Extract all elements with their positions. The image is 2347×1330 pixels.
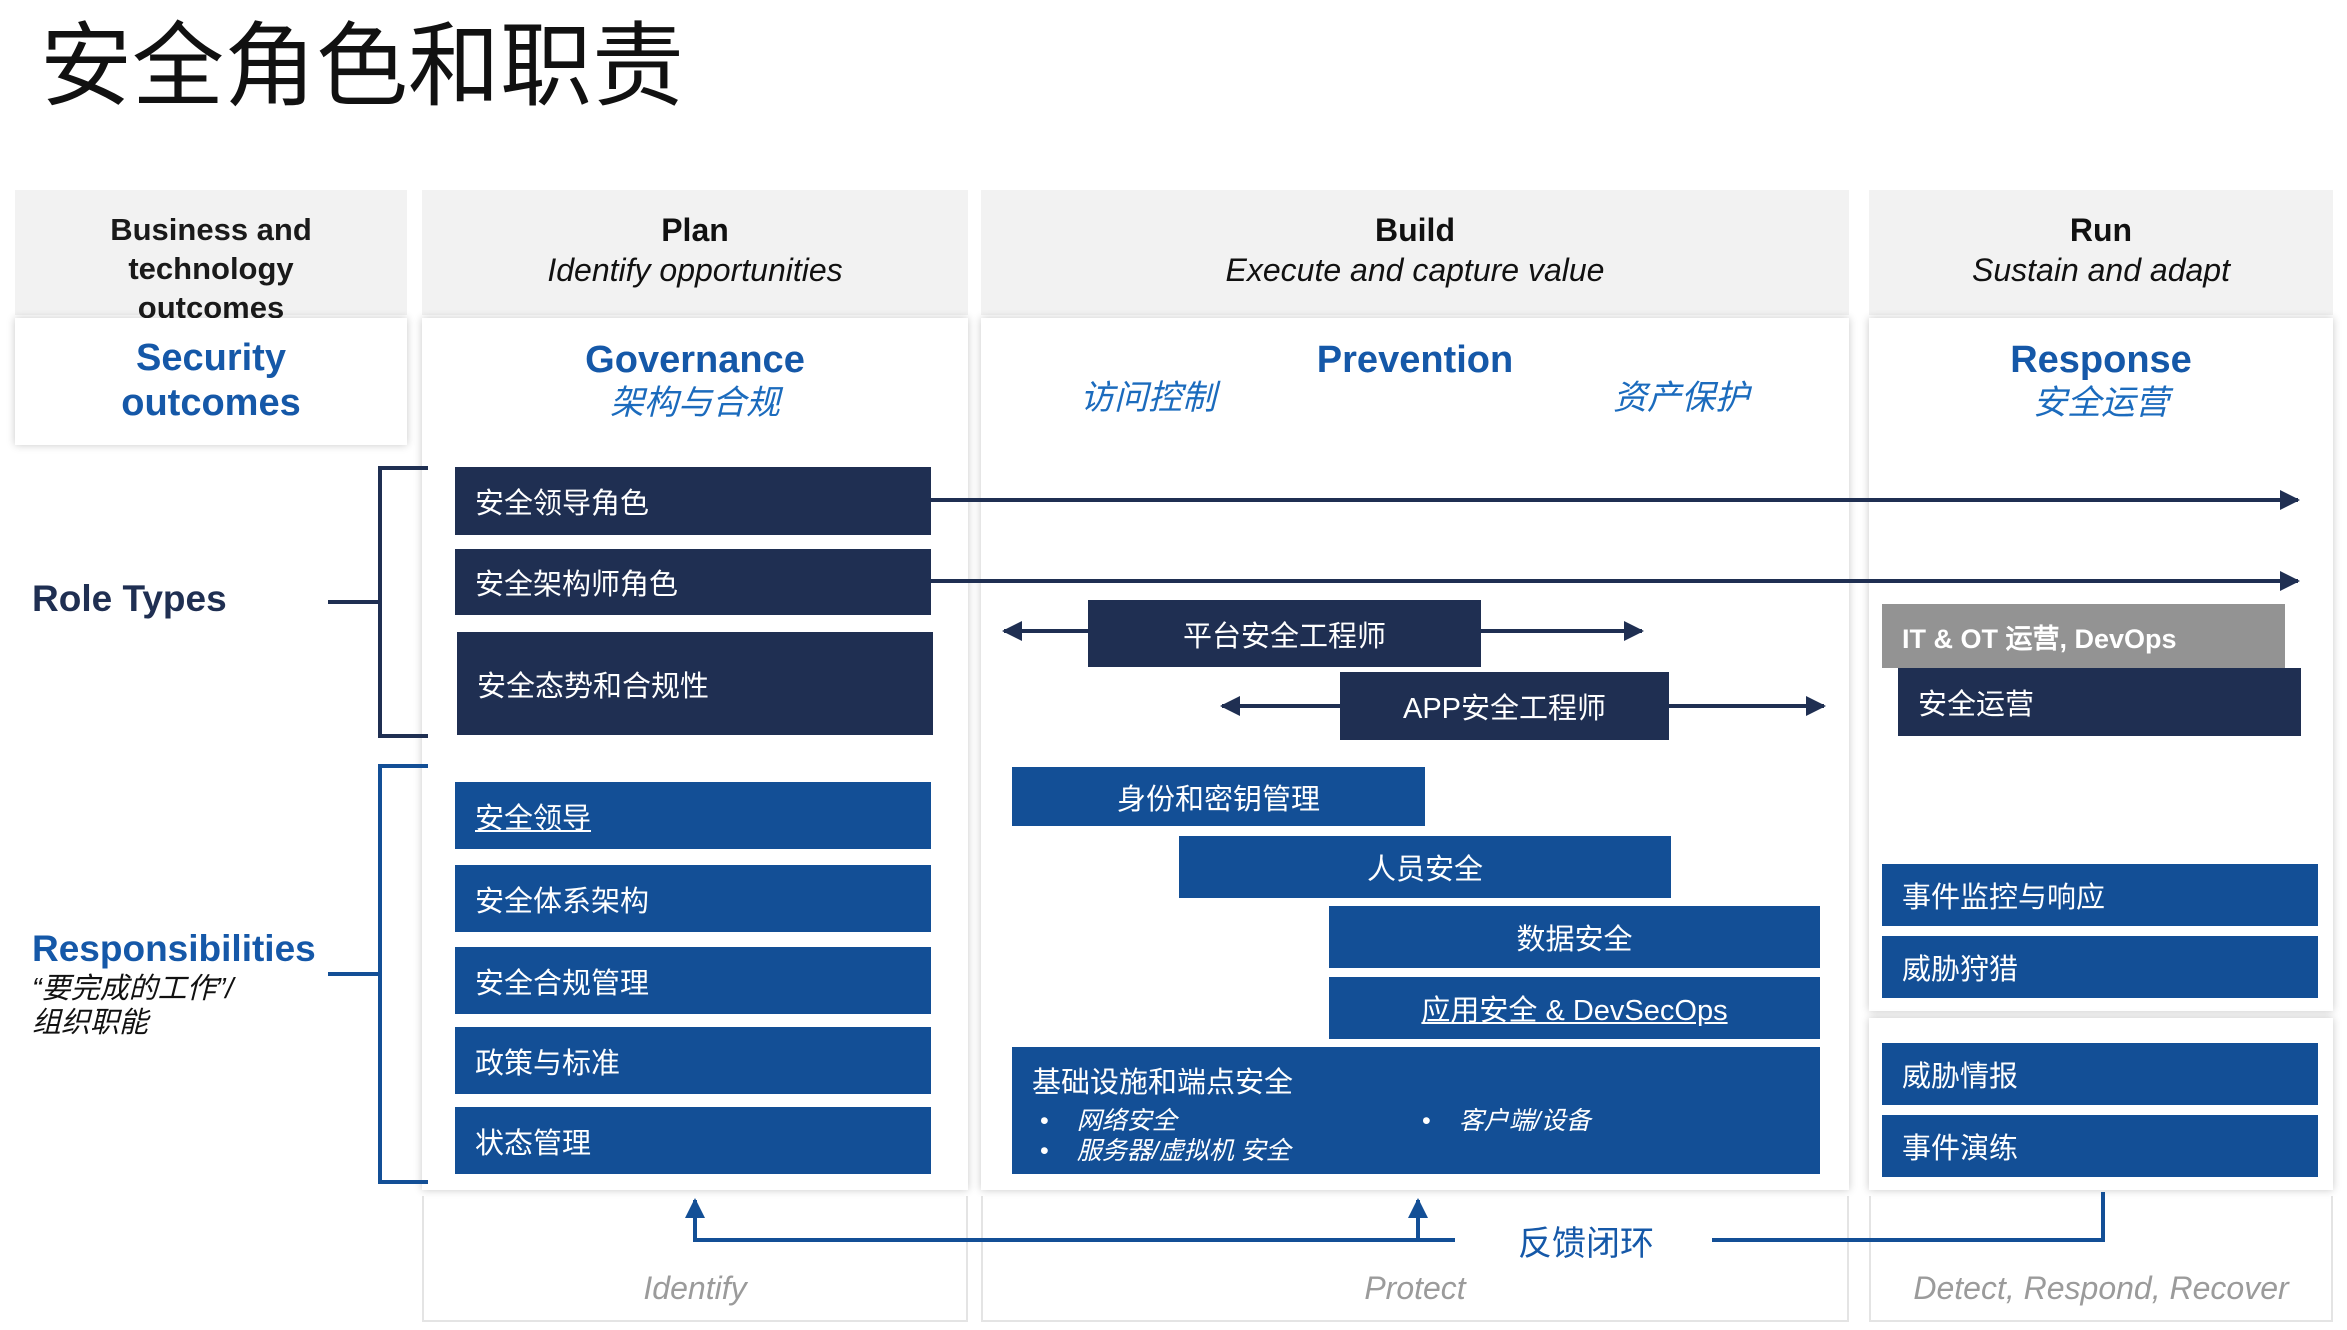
security-leader-role-bar: 安全领导角色 xyxy=(455,467,931,535)
platform-security-engineer-bar: 平台安全工程师 xyxy=(1088,600,1481,667)
plan-title: Plan xyxy=(661,212,729,248)
build-item-data-security: 数据安全 xyxy=(1329,906,1820,968)
bullet-dot: • xyxy=(1040,1137,1049,1165)
it-ot-devops-bar: IT & OT 运营, DevOps xyxy=(1882,604,2285,668)
build-column: Prevention xyxy=(981,318,1849,1190)
detect-respond-recover-label: Detect, Respond, Recover xyxy=(1913,1270,2289,1306)
responsibilities-sub-1: “要完成的工作”/ xyxy=(32,973,234,1005)
security-outcomes-box: Security outcomes xyxy=(15,318,407,445)
governance-subtitle: 架构与合规 xyxy=(610,383,780,422)
asset-protection-label: 资产保护 xyxy=(1613,379,1749,417)
client-device-text: 客户端/设备 xyxy=(1458,1107,1591,1135)
security-operations-role-bar: 安全运营 xyxy=(1898,668,2301,736)
response-title: Response xyxy=(2010,339,2192,381)
run-title: Run xyxy=(2069,212,2133,248)
responsibilities-bracket xyxy=(328,764,428,1184)
plan-header: Plan Identify opportunities xyxy=(422,190,968,315)
plan-item-security-leadership[interactable]: 安全领导 xyxy=(455,782,931,849)
infra-endpoint-title: 基础设施和端点安全 xyxy=(1032,1067,1294,1099)
access-control-label: 访问控制 xyxy=(1080,379,1216,417)
run-item-threat-intelligence: 威胁情报 xyxy=(1882,1043,2318,1105)
run-item-incident-monitoring-response: 事件监控与响应 xyxy=(1882,864,2318,926)
build-item-infra-endpoint-box: 基础设施和端点安全 • 网络安全 • 服务器/虚拟机 安全 • 客户端/设备 xyxy=(1012,1047,1820,1174)
build-item-app-security-devsecops[interactable]: 应用安全 & DevSecOps xyxy=(1329,977,1820,1039)
build-title: Build xyxy=(1375,212,1455,248)
run-header: Run Sustain and adapt xyxy=(1869,190,2333,315)
business-outcomes-header: Business and technology outcomes xyxy=(15,190,407,325)
responsibilities-label: Responsibilities xyxy=(32,928,316,969)
plan-item-posture-management: 状态管理 xyxy=(455,1107,931,1174)
page-title: 安全角色和职责 xyxy=(40,16,685,118)
plan-item-policy-standards: 政策与标准 xyxy=(455,1027,931,1094)
run-item-threat-hunting: 威胁狩猎 xyxy=(1882,936,2318,998)
security-architect-role-bar: 安全架构师角色 xyxy=(455,549,931,615)
build-item-identity-key-management: 身份和密钥管理 xyxy=(1012,767,1425,826)
feedback-loop-label: 反馈闭环 xyxy=(1518,1225,1654,1263)
infra-bullet-client-device: • 客户端/设备 xyxy=(1422,1101,1591,1137)
feedback-loop-lines xyxy=(685,1192,2105,1242)
identify-label: Identify xyxy=(643,1270,747,1306)
responsibilities-sub-2: 组织职能 xyxy=(32,1007,149,1039)
run-subtitle: Sustain and adapt xyxy=(1972,252,2230,289)
build-item-people-security: 人员安全 xyxy=(1179,836,1671,898)
posture-compliance-role-bar: 安全态势和合规性 xyxy=(457,632,933,735)
security-outcomes-text: Security outcomes xyxy=(121,337,301,424)
prevention-title: Prevention xyxy=(1316,339,1514,381)
bullet-dot: • xyxy=(1040,1107,1049,1135)
role-types-bracket xyxy=(328,466,428,738)
infra-bullet-network: • 网络安全 xyxy=(1040,1101,1177,1137)
build-header: Build Execute and capture value xyxy=(981,190,1849,315)
build-subtitle: Execute and capture value xyxy=(1225,252,1605,289)
bullet-dot: • xyxy=(1422,1107,1431,1135)
plan-subtitle: Identify opportunities xyxy=(547,252,843,289)
plan-item-compliance-management: 安全合规管理 xyxy=(455,947,931,1014)
protect-label: Protect xyxy=(1364,1270,1466,1306)
run-item-incident-drills: 事件演练 xyxy=(1882,1115,2318,1177)
plan-item-security-architecture: 安全体系架构 xyxy=(455,865,931,932)
server-vm-security-text: 服务器/虚拟机 安全 xyxy=(1076,1137,1291,1165)
app-security-engineer-bar: APP安全工程师 xyxy=(1340,672,1669,740)
role-types-label: Role Types xyxy=(32,578,227,619)
response-subtitle: 安全运营 xyxy=(2033,383,2169,422)
governance-title: Governance xyxy=(585,339,805,381)
business-outcomes-text: Business and technology outcomes xyxy=(110,212,312,325)
infra-bullet-server-vm: • 服务器/虚拟机 安全 xyxy=(1040,1131,1291,1167)
network-security-text: 网络安全 xyxy=(1076,1107,1177,1135)
